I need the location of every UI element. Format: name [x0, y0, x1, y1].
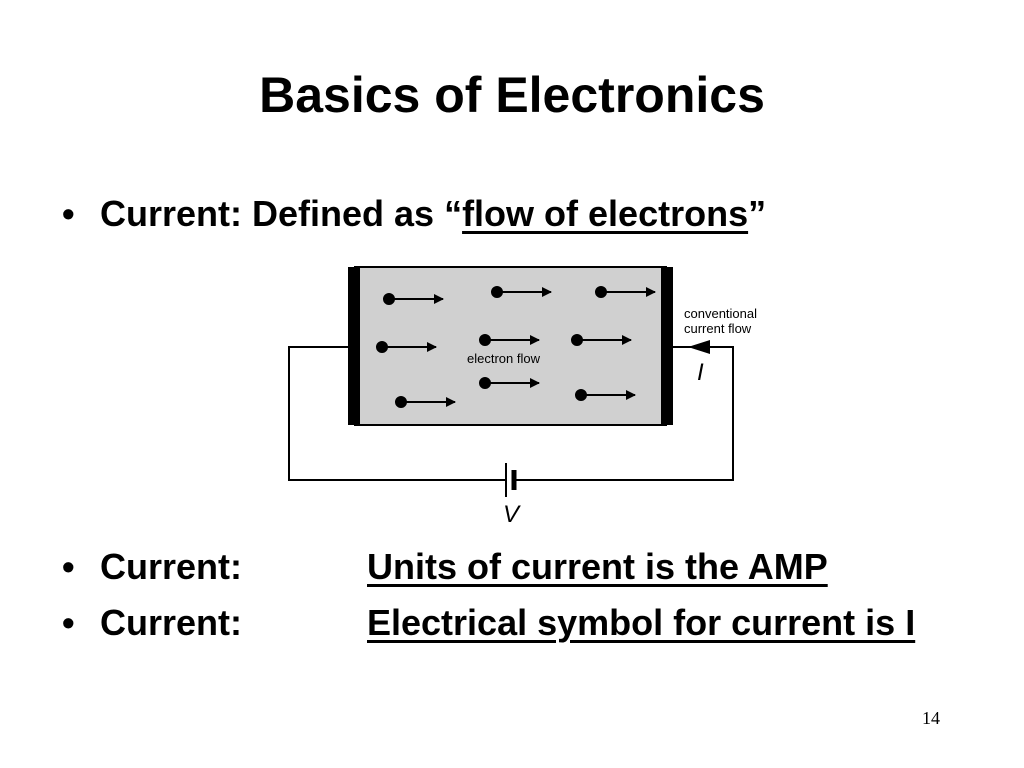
bullet-text: Current: Defined as “flow of electrons” — [100, 192, 766, 236]
conductor-block — [354, 266, 667, 426]
current-symbol-label: I — [697, 359, 704, 386]
electrode-left — [348, 267, 360, 425]
electron — [575, 389, 587, 401]
electron — [479, 377, 491, 389]
bullet-label: Current: — [100, 546, 242, 587]
bullet-value: Units of current is the AMP — [367, 546, 828, 587]
electron — [395, 396, 407, 408]
electron — [595, 286, 607, 298]
conventional-current-arrow — [688, 340, 710, 354]
electron — [376, 341, 388, 353]
bullet-marker: • — [62, 546, 75, 587]
electron-arrows — [376, 286, 656, 408]
bullet-value: Electrical symbol for current is I — [367, 602, 916, 643]
electron — [383, 293, 395, 305]
open-quote: “ — [444, 193, 463, 234]
bullet-marker: • — [62, 602, 75, 643]
voltage-symbol-label: V — [503, 501, 521, 528]
circuit-wire — [288, 346, 506, 481]
electron-flow-label: electron flow — [467, 351, 541, 366]
electron — [491, 286, 503, 298]
bullet-value: flow of electrons — [462, 193, 749, 234]
bullet-label: Current: Defined as — [100, 193, 445, 234]
bullet-marker: • — [62, 193, 75, 234]
close-quote: ” — [748, 193, 767, 234]
electrode-right — [661, 267, 673, 425]
electron — [479, 334, 491, 346]
page-number: 14 — [922, 708, 940, 728]
conventional-label-line2: current flow — [684, 321, 752, 336]
conventional-label-line1: conventional — [684, 306, 757, 321]
slide-title: Basics of Electronics — [259, 67, 765, 123]
bullet-label: Current: — [100, 602, 242, 643]
electron — [571, 334, 583, 346]
